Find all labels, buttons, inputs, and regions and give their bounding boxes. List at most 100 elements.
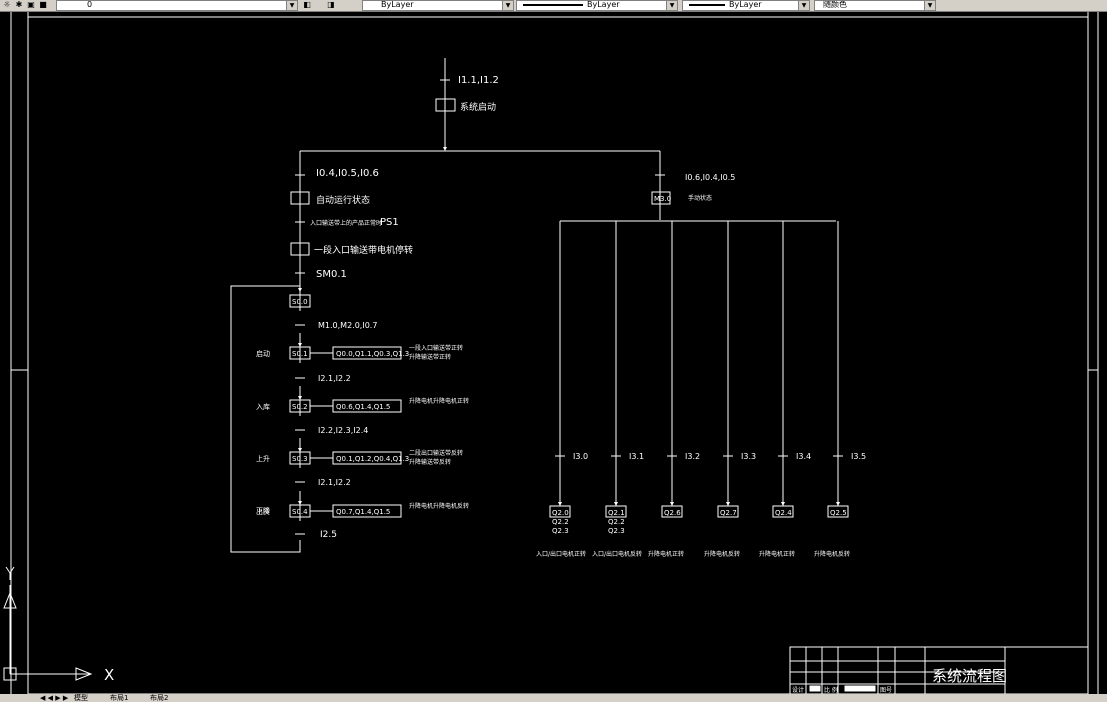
start-block	[300, 58, 660, 152]
branch-desc-label: 入口/出口电机反转	[592, 550, 642, 558]
branch-box-label: Q2.4	[775, 509, 792, 517]
manual-inputs: I0.6,I0.4,I0.5	[685, 173, 735, 182]
branch-box-label: Q2.7	[720, 509, 737, 517]
plotstyle-dropdown[interactable]: 随颜色 ▼	[814, 0, 936, 11]
manual-label: 手动状态	[688, 194, 712, 202]
step-side-label: 出货	[256, 507, 270, 516]
sun-icon[interactable]: ✱	[15, 0, 23, 9]
transition-label: I2.1,I2.2	[318, 478, 351, 487]
ps1-note: 入口输送带上的产品正常时	[310, 219, 382, 227]
linetype-dropdown[interactable]: ByLayer ▼	[516, 0, 678, 11]
output-note: 升降输送带正转	[409, 353, 451, 361]
branch-desc-label: 升降电机正转	[648, 550, 684, 558]
color-square-icon[interactable]: ■	[39, 0, 47, 9]
ucs-icon	[3, 566, 93, 681]
output-note: 二段出口输送带反转	[409, 449, 463, 457]
tab-layout2[interactable]: 布局2	[150, 694, 169, 702]
tab-model[interactable]: 模型	[74, 694, 88, 702]
chevron-down-icon: ▼	[666, 1, 677, 10]
output-box	[332, 451, 402, 465]
plotstyle-value: 随颜色	[823, 0, 847, 9]
ucs-x-label: X	[104, 666, 114, 684]
manual-outputs: I3.0Q2.0Q2.2Q2.3入口/出口电机正转I3.1Q2.1Q2.2Q2.…	[536, 221, 866, 558]
branch-sub-label: Q2.3	[552, 527, 569, 535]
output-box	[332, 504, 402, 518]
transition-label: M1.0,M2.0,I0.7	[318, 321, 377, 330]
branch-box-label: Q2.5	[830, 509, 847, 517]
branch-input-label: I3.2	[685, 452, 700, 461]
linetype-value: ByLayer	[587, 0, 620, 9]
branch-desc-label: 升降电机反转	[704, 550, 740, 558]
layout-tabs-bar: ◀ ◀ ▶ ▶ 模型 布局1 布局2	[0, 694, 1107, 702]
title-cell-drawing-no: 图号	[880, 687, 892, 694]
branch-sub-label: Q2.3	[608, 527, 625, 535]
output-note: 一段入口输送带正转	[409, 344, 463, 352]
step-box-label: S0.2	[292, 403, 308, 411]
auto-label: 自动运行状态	[316, 194, 370, 206]
chevron-down-icon: ▼	[798, 1, 809, 10]
output-label: Q0.6,Q1.4,Q1.5	[336, 403, 390, 411]
title-cell-design: 设计	[792, 686, 804, 694]
branch-sub-label: Q2.2	[552, 518, 569, 526]
bottom-side-label: 下降	[256, 506, 270, 515]
conv-label: 一段入口输送带电机停转	[314, 244, 413, 256]
chevron-down-icon: ▼	[286, 1, 297, 10]
layer-value: 0	[87, 0, 93, 9]
branch-input-label: I3.5	[851, 452, 866, 461]
branch-input-label: I3.3	[741, 452, 756, 461]
drawing-canvas[interactable]: I1.1,I1.2 系统启动 I0.4,I0.5,I0.6 自动运行状态 入口输…	[0, 12, 1107, 694]
layer-dropdown[interactable]: 0 ▼	[56, 0, 298, 11]
step-box-label: S0.0	[292, 298, 308, 306]
sm-label: SM0.1	[316, 269, 347, 280]
tab-layout1[interactable]: 布局1	[110, 694, 129, 702]
output-note: 升降输送带反转	[409, 458, 451, 466]
branch-output-box	[827, 505, 849, 518]
output-label: Q0.7,Q1.4,Q1.5	[336, 508, 390, 516]
start-label: 系统启动	[460, 101, 496, 113]
manual-branch	[560, 151, 836, 222]
branch-input-label: I3.0	[573, 452, 588, 461]
output-box	[332, 346, 402, 360]
branch-desc-label: 入口/出口电机正转	[536, 550, 586, 558]
branch-output-box	[661, 505, 683, 518]
branch-input-label: I3.4	[796, 452, 811, 461]
branch-box-label: Q2.0	[552, 509, 569, 517]
end-trans: I2.5	[320, 530, 337, 540]
step-box-label: S0.4	[292, 508, 308, 516]
nav-arrows-icon[interactable]: ◀ ◀ ▶ ▶	[40, 694, 69, 702]
output-note: 升降电机升降电机正转	[409, 397, 469, 405]
ps1-label: PS1	[380, 217, 399, 228]
step-side-label: 上升	[256, 454, 270, 463]
title-block-title: 系统流程图	[932, 667, 1007, 685]
branch-desc-label: 升降电机正转	[759, 550, 795, 558]
step-side-label: 入库	[256, 402, 270, 411]
branch-box-label: Q2.1	[608, 509, 625, 517]
branch-box-label: Q2.6	[664, 509, 681, 517]
branch-desc-label: 升降电机反转	[814, 550, 850, 558]
output-note: 升降电机升降电机反转	[409, 502, 469, 510]
chevron-down-icon: ▼	[924, 1, 935, 10]
start-inputs: I1.1,I1.2	[458, 75, 499, 86]
transition-label: I2.1,I2.2	[318, 374, 351, 383]
layer-previous-icon[interactable]: ◨	[327, 0, 335, 9]
output-label: Q0.0,Q1.1,Q0.3,Q1.3	[336, 350, 409, 358]
output-box	[332, 399, 402, 413]
auto-branch	[290, 151, 310, 286]
branch-output-box	[549, 505, 571, 518]
drawing-frame	[10, 12, 1099, 694]
branch-sub-label: Q2.2	[608, 518, 625, 526]
auto-inputs: I0.4,I0.5,I0.6	[316, 168, 379, 179]
title-block	[789, 646, 1089, 694]
color-value: ByLayer	[381, 0, 414, 9]
output-label: Q0.1,Q1.2,Q0.4,Q1.3	[336, 455, 409, 463]
color-dropdown[interactable]: ByLayer ▼	[362, 0, 514, 11]
lineweight-dropdown[interactable]: ByLayer ▼	[682, 0, 810, 11]
lock-icon[interactable]: ▣	[27, 0, 35, 9]
properties-toolbar: ☼ ✱ ▣ ■ 0 ▼ ◧ ◨ ByLayer ▼ ByLayer ▼ ByLa…	[0, 0, 1107, 12]
make-current-icon[interactable]: ◧	[303, 0, 311, 9]
title-cell-scale: 比 例	[824, 686, 838, 694]
step-box-label: S0.3	[292, 455, 308, 463]
layer-state-icon[interactable]: ☼	[3, 0, 11, 9]
step-box	[289, 294, 311, 308]
